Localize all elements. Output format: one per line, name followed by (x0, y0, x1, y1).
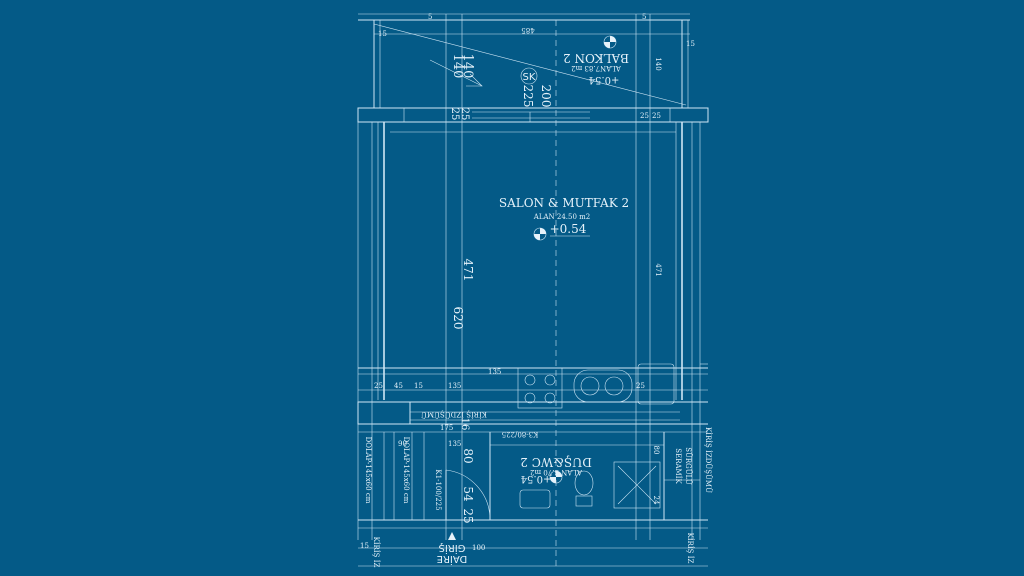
salon-walls (357, 20, 701, 568)
sink-icon (573, 369, 633, 403)
note-ceramic: SERAMİK (674, 448, 683, 484)
dim-620: 620 (451, 307, 465, 330)
note-kiris-izdusumu-b: KİRİŞ İZDÜŞÜMÜ (704, 427, 713, 493)
dim-54: 54 (461, 486, 475, 502)
dim-15-d: 15 (360, 542, 369, 550)
dim-485: 485 (521, 26, 534, 34)
dim-90: 90 (398, 440, 407, 448)
note-dolap-b: DOLAP-145x60 cm (402, 437, 410, 504)
entrance-line1: DAİRE (437, 553, 468, 566)
shower-tray-icon (613, 461, 661, 509)
bathroom-level: +0.54 (521, 473, 552, 484)
dim-200: 200 (539, 85, 553, 108)
dim-140-b: 140 (450, 54, 465, 79)
dim-25-d: 25 (652, 112, 661, 120)
sk-symbol (520, 67, 538, 85)
dim-140-a: 140 (460, 54, 475, 79)
salon-level-marker (533, 227, 590, 241)
dim-45: 45 (394, 382, 403, 390)
door-swing-arc (445, 469, 491, 519)
note-k1-door: K1-100/225 (434, 469, 442, 510)
balcony-level: +0.54 (589, 74, 620, 85)
dim-16: 16 (459, 418, 470, 431)
bathroom-area: ALAN 3.70 m2 (530, 468, 583, 476)
salon-area: ALAN 24.50 m2 (533, 213, 590, 221)
dim-15-c: 15 (414, 382, 423, 390)
dim-140-c: 140 (654, 57, 662, 70)
entrance-arrow-icon (448, 532, 456, 540)
corridor-area (357, 401, 708, 433)
note-sliding: SÜRGÜLÜ (684, 447, 693, 485)
salon-name: SALON & MUTFAK 2 (499, 196, 629, 210)
fridge-icon (637, 363, 675, 405)
dim-24: 24 (652, 496, 660, 505)
dim-175: 175 (440, 424, 453, 432)
note-kiris-iz-a: KİRİŞ İZ (372, 537, 381, 568)
dim-80-b: 80 (652, 446, 660, 455)
bathroom-name: DUŞ&WC 2 (520, 455, 592, 469)
bathroom-area (358, 432, 708, 529)
dim-5-b: 5 (642, 13, 646, 21)
dim-25-b: 25 (449, 108, 460, 121)
dim-471-a: 471 (461, 259, 475, 282)
balcony-wall (357, 107, 709, 123)
dim-25-a: 25 (459, 108, 470, 121)
dim-25-g: 25 (461, 508, 475, 523)
dim-25-c: 25 (640, 112, 649, 120)
note-kiris-iz-b: KİRİŞ İZ (686, 533, 695, 564)
dim-225: 225 (521, 85, 535, 108)
dim-135-a: 135 (448, 382, 461, 390)
dim-5-a: 5 (428, 13, 432, 21)
dim-25-f: 25 (636, 382, 645, 390)
entry-area (383, 432, 491, 540)
balcony-area (358, 13, 690, 122)
bottom-dimension-line (358, 547, 708, 567)
cooktop-icon (517, 367, 563, 409)
sk-label: SK (523, 72, 536, 83)
dim-15-b: 15 (686, 40, 695, 48)
entrance-line2: GİRİŞ (439, 542, 466, 555)
salon-level: +0.54 (550, 222, 587, 236)
kitchen-counter (358, 363, 708, 409)
dim-15-a: 15 (378, 30, 387, 38)
note-kiris-izdusumu: KİRİŞ İZDÜŞÜMÜ (421, 410, 487, 419)
balcony-name: BALKON 2 (563, 51, 629, 65)
note-k3-door: K3-80/225 (502, 430, 539, 438)
note-dolap-a: DOLAP-145x60 cm (364, 437, 372, 504)
dim-80-a: 80 (461, 448, 475, 463)
toilet-icon (574, 470, 594, 496)
dim-471-b: 471 (654, 263, 662, 276)
dim-25-e: 25 (374, 382, 383, 390)
dim-135-c: 135 (448, 440, 461, 448)
dim-100: 100 (472, 544, 485, 552)
balcony-area: ALAN7.83 m2 (571, 64, 622, 72)
dim-135-b: 135 (488, 368, 501, 376)
washbasin-icon (519, 489, 551, 509)
